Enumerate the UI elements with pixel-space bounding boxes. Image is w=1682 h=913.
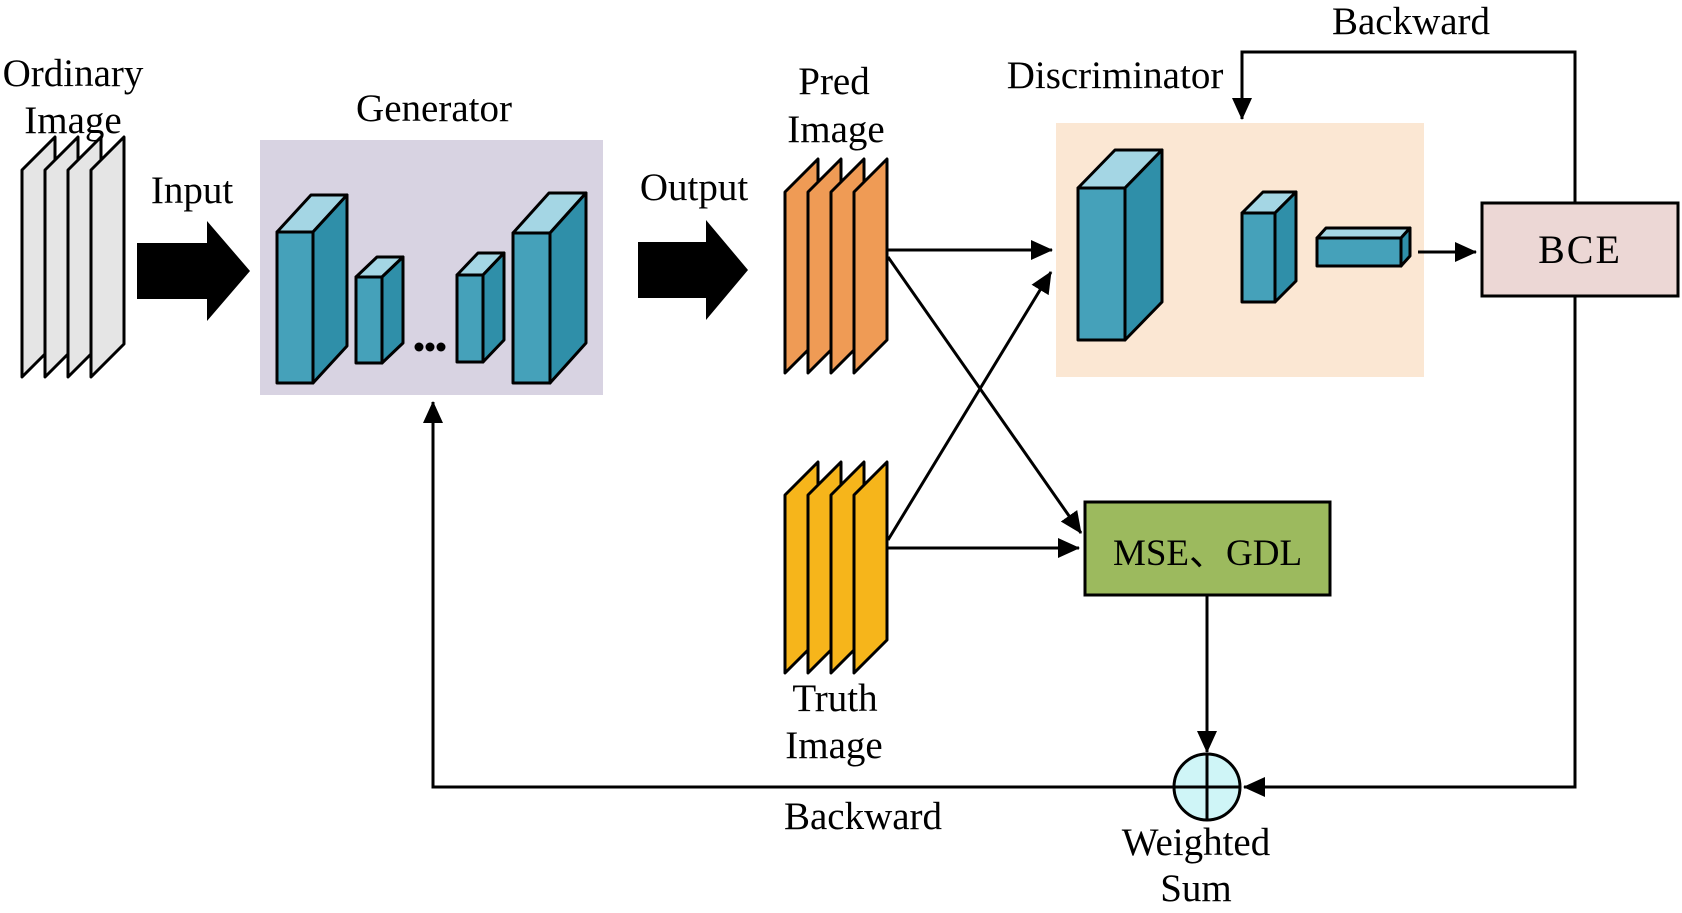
bce-label: BCE — [1538, 227, 1622, 272]
ordinary-image-stack — [20, 135, 126, 379]
generator-conv-block-large-right — [511, 191, 588, 385]
truth-image-label-line1: Truth — [792, 677, 878, 720]
mse-gdl-box — [1083, 500, 1332, 597]
output-label: Output — [639, 166, 749, 209]
truth-image-label-line2: Image — [785, 724, 883, 767]
discriminator-conv-block-large — [1076, 148, 1164, 342]
input-block-arrow — [137, 221, 250, 321]
backward-path-bce-to-sum — [1243, 296, 1577, 797]
discriminator-output-vector-block — [1315, 226, 1412, 268]
generator-label: Generator — [356, 87, 512, 130]
discriminator-conv-block-small — [1240, 190, 1298, 304]
ellipsis-dots — [414, 342, 446, 352]
input-label: Input — [150, 169, 234, 212]
backward-path-bce-to-discriminator — [1232, 50, 1577, 203]
pred-image-label-line1: Pred — [798, 60, 870, 103]
ordinary-image-label-line1: Ordinary — [2, 52, 144, 95]
weighted-sum-label-line1: Weighted — [1121, 821, 1271, 864]
generator-conv-block-small-right — [455, 251, 506, 364]
generator-conv-block-small-left — [354, 255, 405, 365]
weighted-sum-label-line2: Sum — [1160, 867, 1232, 910]
backward-path-sum-to-generator — [423, 401, 1173, 789]
backward-top-label: Backward — [1331, 0, 1491, 43]
output-block-arrow — [638, 220, 748, 320]
arrow-truth-to-discriminator — [886, 271, 1053, 541]
backward-bottom-label: Backward — [783, 795, 943, 838]
truth-image-stack — [783, 460, 889, 675]
pred-image-label-line2: Image — [787, 108, 885, 151]
pred-image-stack — [783, 157, 889, 375]
bce-box — [1480, 201, 1680, 298]
plus-icon — [1174, 754, 1240, 820]
ordinary-image-label-line2: Image — [24, 99, 122, 142]
weighted-sum-node — [1172, 752, 1242, 822]
mse-gdl-label: MSE、GDL — [1112, 532, 1303, 574]
generator-conv-block-large-left — [275, 193, 349, 385]
arrow-pred-to-mse — [886, 256, 1083, 534]
discriminator-label: Discriminator — [1006, 54, 1224, 97]
